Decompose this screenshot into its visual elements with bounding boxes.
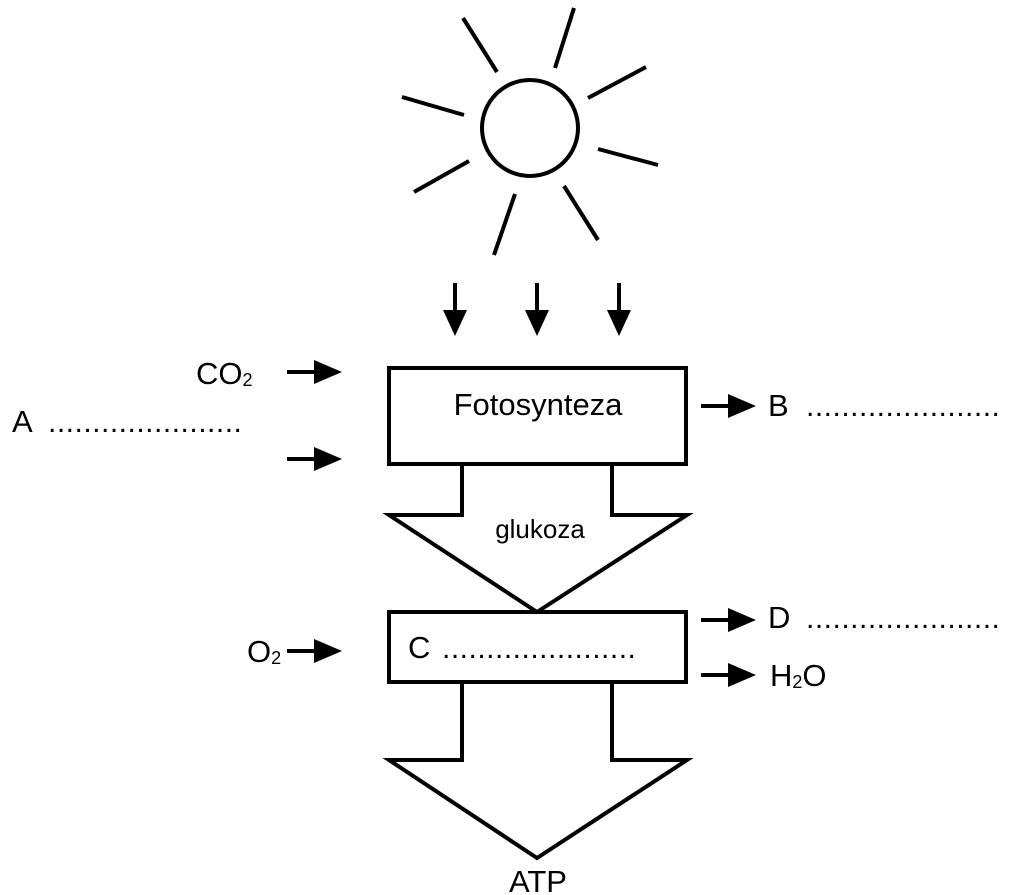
output-d-arrow-icon [701,608,756,632]
sun-ray [413,159,470,194]
atp-arrow [382,680,694,861]
respiration-blank: ...................... [442,632,636,665]
sun-icon [401,7,659,256]
respiration-box [387,610,688,684]
o2-arrow-icon [287,639,342,663]
sun-ray [587,65,647,100]
sun-ray [562,184,600,242]
sun-ray [461,16,499,74]
h2o-arrow-icon [701,663,756,687]
input-a-blank: ...................... [48,406,242,439]
output-b-arrow-icon [701,394,756,418]
co2-arrow-icon [287,360,342,384]
respiration-letter: C [408,630,430,665]
photosynthesis-box [387,366,688,466]
glucose-label: glukoza [495,514,585,544]
output-d-blank: ...................... [806,602,1000,635]
sun-ray [492,193,517,256]
sun-disc [480,78,580,178]
sun-ray [401,95,465,117]
o2-label: O2 [247,634,281,669]
output-b-blank: ...................... [806,390,1000,423]
photosynthesis-label: Fotosynteza [454,387,624,422]
input-a-letter: A [12,404,33,439]
h2o-label: H2O [770,658,827,693]
input-a-arrow-icon [287,447,342,471]
output-b-letter: B [768,388,789,423]
glucose-arrow [382,460,694,615]
atp-label: ATP [509,864,567,895]
sun-ray [597,147,659,167]
co2-label: CO2 [196,356,253,391]
output-d-letter: D [768,600,790,635]
light-arrow-icon [443,283,631,336]
sun-ray [553,7,576,69]
